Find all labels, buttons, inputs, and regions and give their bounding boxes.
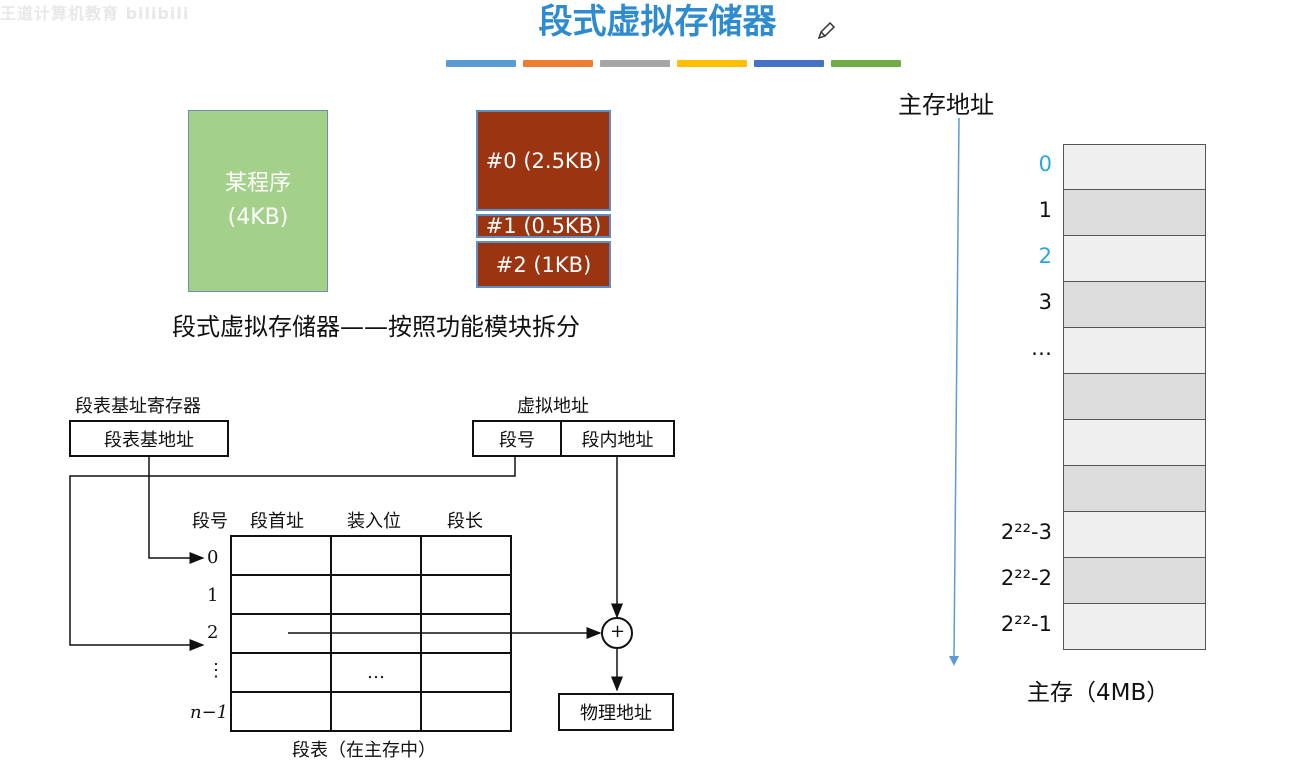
memory-cell bbox=[1063, 236, 1206, 282]
memory-address-label: 1 bbox=[1038, 198, 1052, 222]
program-size: (4KB) bbox=[227, 205, 289, 230]
va-segment-field: 段号 bbox=[474, 422, 562, 455]
program-block: 某程序 (4KB) bbox=[188, 110, 328, 292]
table-row bbox=[230, 535, 512, 576]
segment-caption: 段式虚拟存储器——按照功能模块拆分 bbox=[172, 313, 580, 341]
memory-cell bbox=[1063, 512, 1206, 558]
memory-address-label: 2²²-1 bbox=[1000, 612, 1052, 636]
base-register-title: 段表基址寄存器 bbox=[75, 396, 201, 417]
memory-address-label: 2²²-2 bbox=[1000, 566, 1052, 590]
memory-cell bbox=[1063, 420, 1206, 466]
header-seg-length: 段长 bbox=[447, 511, 483, 532]
segment-table-caption: 段表（在主存中） bbox=[292, 740, 436, 761]
table-row bbox=[230, 574, 512, 615]
header-seg-no: 段号 bbox=[192, 511, 228, 532]
memory-address-label: 3 bbox=[1038, 290, 1052, 314]
base-register-box: 段表基地址 bbox=[69, 420, 229, 457]
memory-address-label: 0 bbox=[1038, 152, 1052, 176]
segment-2: #2 (1KB) bbox=[476, 241, 611, 288]
row-label-0: 0 bbox=[207, 547, 219, 568]
table-row bbox=[230, 613, 512, 654]
program-name: 某程序 bbox=[224, 171, 291, 196]
memory-cell bbox=[1063, 328, 1206, 374]
color-bar bbox=[831, 60, 901, 67]
row-label-last: n−1 bbox=[190, 702, 229, 723]
row-label-1: 1 bbox=[207, 585, 219, 606]
table-row: … bbox=[230, 652, 512, 693]
color-bar bbox=[600, 60, 670, 67]
memory-cell bbox=[1063, 282, 1206, 328]
memory-cell bbox=[1063, 144, 1206, 190]
watermark: 王道计算机教育 bilibili bbox=[0, 4, 190, 23]
va-offset-field: 段内地址 bbox=[581, 429, 654, 451]
memory-cell bbox=[1063, 558, 1206, 604]
color-bar bbox=[754, 60, 824, 67]
row-label-dots: ⋮ bbox=[207, 660, 225, 681]
segment-table: … bbox=[230, 535, 512, 732]
row-label-2: 2 bbox=[207, 622, 219, 643]
adder-symbol: + bbox=[610, 621, 626, 642]
color-bar bbox=[446, 60, 516, 67]
header-load-bit: 装入位 bbox=[347, 511, 401, 532]
virtual-address-box: 段号 段内地址 bbox=[472, 420, 675, 457]
table-ellipsis: … bbox=[330, 652, 422, 693]
memory-column bbox=[1063, 144, 1206, 650]
color-bar bbox=[677, 60, 747, 67]
header-seg-base: 段首址 bbox=[250, 511, 304, 532]
memory-cell bbox=[1063, 466, 1206, 512]
page-title: 段式虚拟存储器 bbox=[538, 2, 777, 42]
memory-address-label: … bbox=[1031, 336, 1052, 360]
memory-address-label: 2²²-3 bbox=[1000, 520, 1052, 544]
pen-icon[interactable] bbox=[815, 20, 837, 42]
table-row bbox=[230, 691, 512, 732]
memory-axis-title: 主存地址 bbox=[898, 91, 994, 119]
address-axis-arrow bbox=[949, 118, 960, 666]
memory-address-label: 2 bbox=[1038, 244, 1052, 268]
virtual-address-title: 虚拟地址 bbox=[517, 396, 589, 417]
memory-cell bbox=[1063, 604, 1206, 650]
memory-cell bbox=[1063, 374, 1206, 420]
physical-address-box: 物理地址 bbox=[558, 693, 674, 731]
segment-1: #1 (0.5KB) bbox=[476, 214, 611, 238]
memory-cell bbox=[1063, 190, 1206, 236]
segment-0: #0 (2.5KB) bbox=[476, 110, 611, 211]
memory-caption: 主存（4MB） bbox=[1027, 680, 1170, 706]
color-bar bbox=[523, 60, 593, 67]
